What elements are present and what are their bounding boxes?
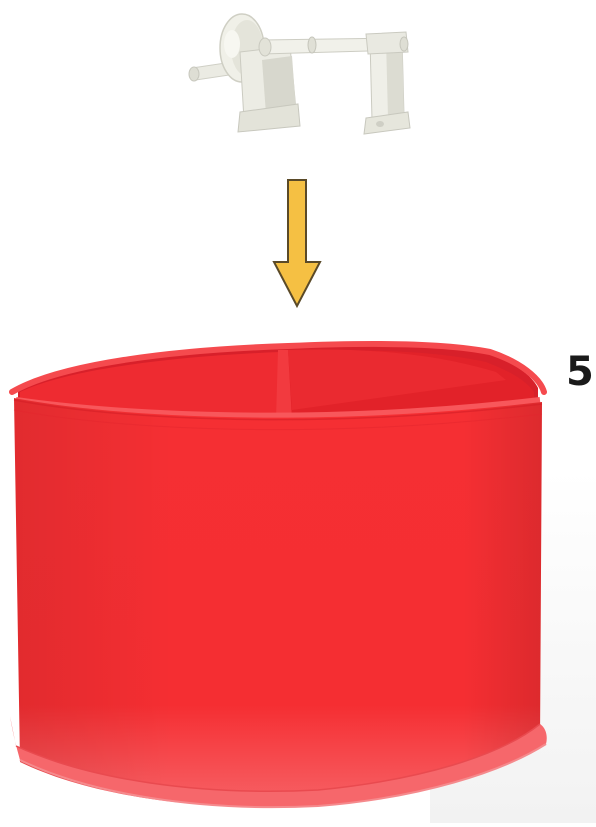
down-arrow-icon xyxy=(274,180,320,306)
red-container xyxy=(10,344,547,807)
crank-mechanism xyxy=(189,14,410,134)
step-number: 5 xyxy=(566,352,594,392)
